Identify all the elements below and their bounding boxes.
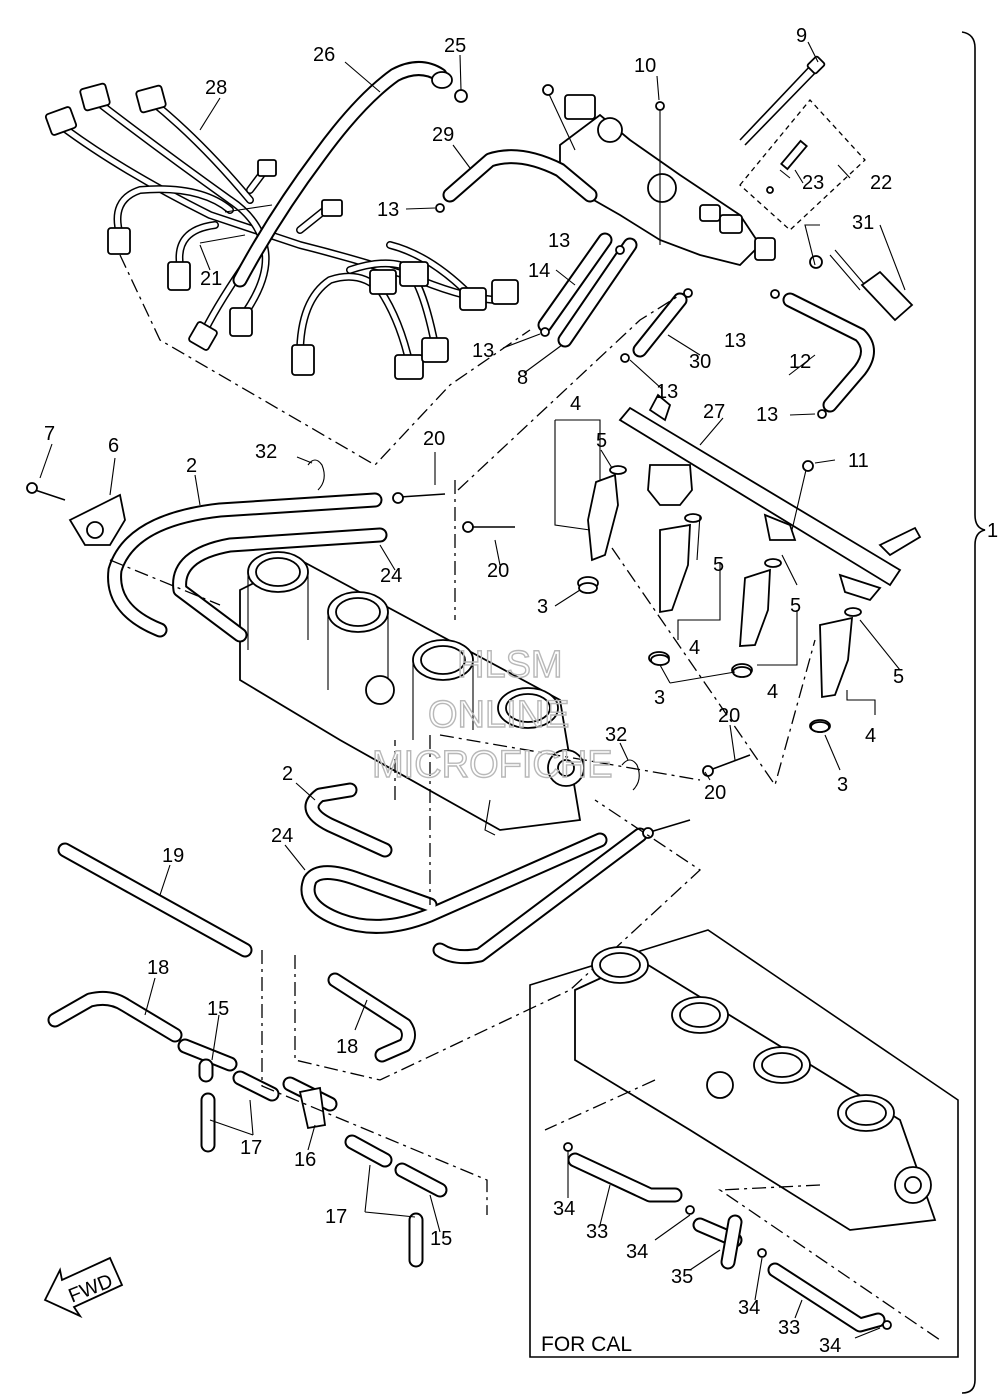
callout-34: 34	[553, 1198, 575, 1220]
callout-16: 16	[294, 1149, 316, 1171]
callout-25: 25	[444, 35, 466, 57]
watermark-line-2: ONLINE	[428, 694, 569, 736]
fuel-rail	[618, 393, 922, 602]
callout-27: 27	[703, 401, 725, 423]
callout-26: 26	[313, 44, 335, 66]
upper-sensor-assembly	[442, 55, 914, 322]
callout-24: 24	[380, 565, 402, 587]
callout-20: 20	[718, 705, 740, 727]
dashed-leaders	[109, 254, 816, 1215]
callout-35: 35	[671, 1266, 693, 1288]
callout-29: 29	[432, 124, 454, 146]
callout-3: 3	[837, 774, 848, 796]
callout-10: 10	[634, 55, 656, 77]
assembly-bracket	[961, 31, 986, 1394]
callout-8: 8	[517, 367, 528, 389]
callout-20: 20	[704, 782, 726, 804]
callout-4: 4	[689, 637, 700, 659]
callout-5: 5	[790, 595, 801, 617]
callout-15: 15	[207, 998, 229, 1020]
callout-32: 32	[605, 724, 627, 746]
callout-3: 3	[537, 596, 548, 618]
callout-21: 21	[200, 268, 222, 290]
callout-13: 13	[656, 381, 678, 403]
inset-for-cal	[529, 929, 959, 1358]
callout-13: 13	[472, 340, 494, 362]
callout-2: 2	[186, 455, 197, 477]
callout-34: 34	[626, 1241, 648, 1263]
small-hoses	[435, 203, 875, 419]
watermark-line-3: MICROFICHE	[372, 744, 613, 786]
leader-lines	[39, 41, 906, 1339]
forward-direction-arrow: FWD	[43, 1256, 124, 1319]
callout-13: 13	[377, 199, 399, 221]
callout-11: 11	[848, 450, 869, 472]
watermark-line-1: HLSM	[457, 644, 563, 686]
callout-34: 34	[738, 1297, 760, 1319]
callout-6: 6	[108, 435, 119, 457]
callout-32: 32	[255, 441, 277, 463]
callout-24: 24	[271, 825, 293, 847]
callout-5: 5	[596, 430, 607, 452]
callout-12: 12	[789, 351, 811, 373]
callout-9: 9	[796, 25, 807, 47]
inset-title: FOR CAL	[541, 1333, 632, 1356]
callout-18: 18	[147, 957, 169, 979]
callout-33: 33	[778, 1317, 800, 1339]
callout-31: 31	[852, 212, 874, 234]
callout-19: 19	[162, 845, 184, 867]
callout-17: 17	[325, 1206, 347, 1228]
callout-22: 22	[870, 172, 892, 194]
callout-18: 18	[336, 1036, 358, 1058]
callout-1: 1	[987, 520, 998, 542]
callout-13: 13	[756, 404, 778, 426]
callout-28: 28	[205, 77, 227, 99]
callout-labels: 9 10 25 26 28 29 13 13 22 23 31 21 14 13…	[44, 25, 998, 1357]
callout-30: 30	[689, 351, 711, 373]
callout-13: 13	[548, 230, 570, 252]
hose-26	[232, 61, 468, 288]
hoses-2-24	[107, 492, 648, 965]
throttle-body	[26, 482, 585, 836]
callout-15: 15	[430, 1228, 452, 1250]
callout-34: 34	[819, 1335, 841, 1357]
watermark: HLSM ONLINE MICROFICHE	[371, 643, 613, 786]
callout-4: 4	[767, 681, 778, 703]
lower-hose-group	[47, 842, 448, 1268]
callout-3: 3	[654, 687, 665, 709]
callout-7: 7	[44, 423, 55, 445]
callout-23: 23	[802, 172, 824, 194]
callout-5: 5	[893, 666, 904, 688]
callout-17: 17	[240, 1137, 262, 1159]
callout-33: 33	[586, 1221, 608, 1243]
callout-14: 14	[528, 260, 550, 282]
callout-5: 5	[713, 554, 724, 576]
callout-20: 20	[487, 560, 509, 582]
callout-4: 4	[570, 393, 581, 415]
callout-4: 4	[865, 725, 876, 747]
callout-13: 13	[724, 330, 746, 352]
callout-20: 20	[423, 428, 445, 450]
callout-2: 2	[282, 763, 293, 785]
wire-harness	[44, 82, 519, 380]
